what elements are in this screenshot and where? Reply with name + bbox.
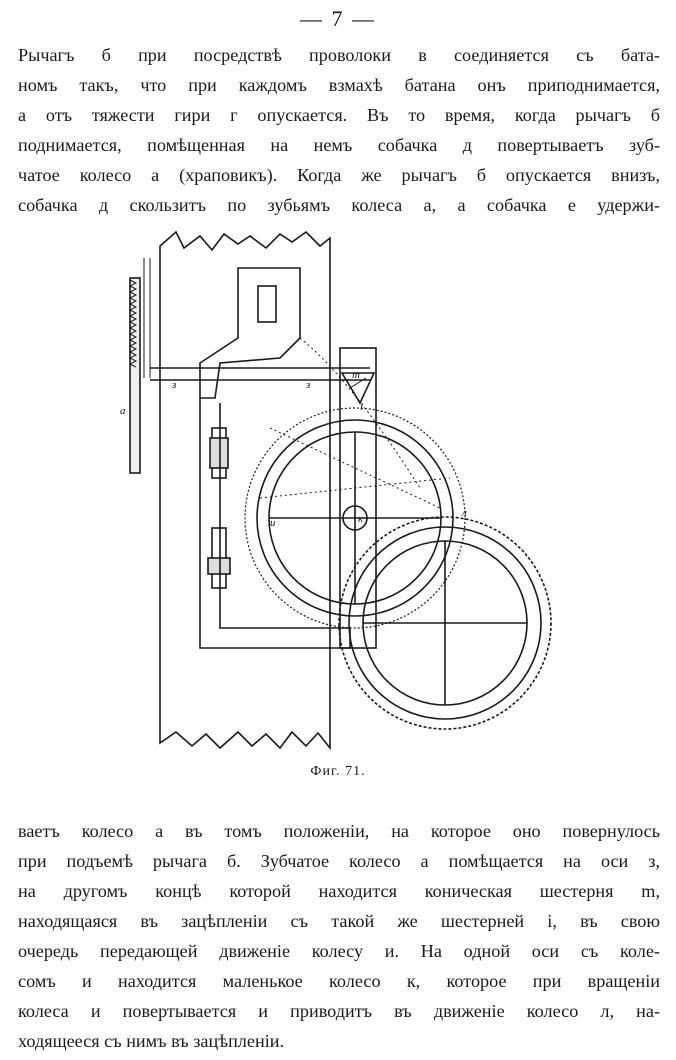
label-k: к (358, 513, 364, 525)
label-z2: з (305, 379, 310, 391)
mechanism-drawing: а з з m i и к л (120, 230, 552, 751)
text-line: Рычагъ б при посредствѣ проволоки в соед… (18, 45, 660, 65)
ratchet-rack (128, 258, 151, 474)
label-z1: з (171, 379, 176, 391)
label-l: л (461, 507, 467, 519)
mechanism-figure: а з з m i и к л (120, 228, 560, 768)
text-line: ходящееся съ нимъ въ зацѣпленіи. (18, 1031, 285, 1051)
wheel-l (338, 516, 552, 730)
text-line: собачка д скользитъ по зубьямъ колеса а,… (18, 195, 660, 215)
label-u: и (270, 517, 276, 529)
label-i: i (360, 401, 363, 413)
figure-caption: Фиг. 71. (310, 764, 366, 779)
paragraph-bottom: ваетъ колесо а въ томъ положеніи, на кот… (18, 816, 660, 1056)
text-line: сомъ и находится маленькое колесо к, кот… (18, 971, 660, 991)
text-line: находящаяся въ зацѣпленіи съ такой же ше… (18, 911, 660, 931)
page-number: — 7 — (300, 6, 376, 31)
text-line: чатое колесо а (храповикъ). Когда же рыч… (18, 165, 660, 185)
label-m: m (352, 369, 360, 381)
text-line: поднимается, помѣщенная на немъ собачка … (18, 135, 660, 155)
text-line: а отъ тяжести гири г опускается. Въ то в… (18, 105, 660, 125)
paragraph-top: Рычагъ б при посредствѣ проволоки в соед… (18, 40, 660, 220)
shaft-z (150, 367, 370, 381)
text-line: ваетъ колесо а въ томъ положеніи, на кот… (18, 821, 660, 841)
dotted-links (259, 337, 451, 509)
label-a: а (120, 405, 126, 417)
text-line: при подъемѣ рычага б. Зубчатое колесо а … (18, 851, 660, 871)
text-line: колеса и повертывается и приводитъ въ дв… (18, 1001, 660, 1021)
text-line: номъ такъ, что при каждомъ взмахѣ батана… (18, 75, 660, 95)
frame (159, 230, 351, 751)
text-line: очередь передающей движеніе колесу и. На… (18, 941, 660, 961)
text-line: на другомъ концѣ которой находится конич… (18, 881, 660, 901)
bracket (339, 347, 377, 649)
